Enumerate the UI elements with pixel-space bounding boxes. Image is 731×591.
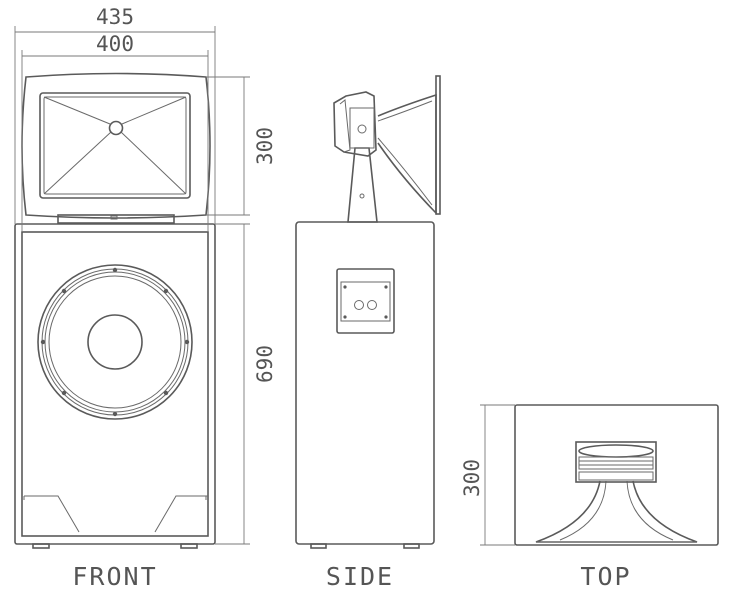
label-side: SIDE (326, 562, 394, 591)
dim-horn-height: 300 (253, 127, 277, 165)
horn-support-post (347, 147, 378, 223)
side-foot-left (310, 543, 327, 549)
front-foot-right (180, 543, 198, 549)
top-driver (575, 441, 657, 483)
label-top: TOP (580, 562, 631, 591)
label-front: FRONT (72, 562, 157, 591)
dim-cabinet-width: 400 (96, 32, 134, 56)
front-foot-left (32, 543, 50, 549)
front-horn-module (21, 72, 211, 224)
front-dimensions (14, 26, 250, 545)
dim-overall-width: 435 (96, 5, 134, 29)
woofer (37, 264, 193, 420)
dust-cap (87, 314, 143, 370)
top-horn-flare (535, 480, 698, 543)
dim-top-depth: 300 (460, 459, 484, 497)
side-handle-plate (336, 268, 395, 334)
top-view: 300 TOP (460, 404, 719, 591)
side-view: SIDE (295, 75, 441, 591)
side-cabinet (295, 221, 435, 545)
top-cabinet (514, 404, 719, 546)
dim-cabinet-height: 690 (253, 345, 277, 383)
front-view: 435 400 300 690 FRONT (14, 5, 277, 591)
horn-driver-throat (108, 120, 124, 136)
side-foot-right (403, 543, 420, 549)
front-cabinet (14, 223, 216, 549)
side-driver (333, 91, 377, 157)
side-horn-flare (377, 75, 441, 215)
